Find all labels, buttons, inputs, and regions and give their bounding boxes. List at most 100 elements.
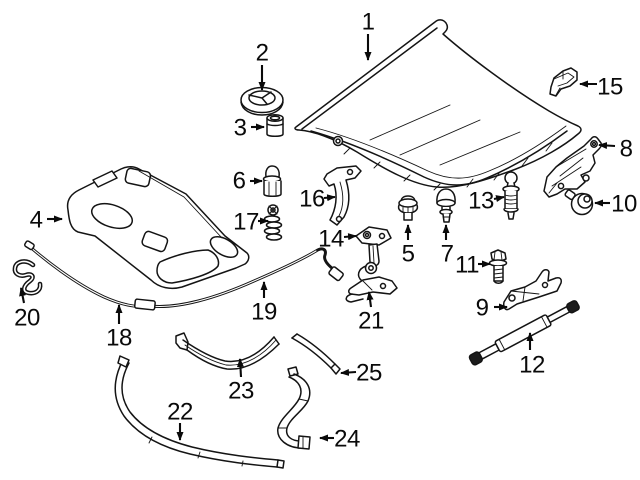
callout-label-24[interactable]: 24 [334,426,360,453]
part-hood-panel-detail [315,125,567,179]
callout-label-5[interactable]: 5 [402,241,416,268]
callout-label-1[interactable]: 1 [362,9,376,36]
part-spring-buffer-detail [265,233,283,241]
part-center-bracket[interactable] [323,165,362,226]
part-ball-stud-detail [504,194,518,205]
callout-arrow-8 [598,142,616,149]
part-front-seal[interactable] [114,355,285,469]
callout-arrow-21 [366,291,374,308]
callout-label-14[interactable]: 14 [318,226,344,253]
callout-arrow-13 [493,195,505,203]
part-bushing-detail [266,123,284,127]
callout-label-17[interactable]: 17 [233,209,259,236]
callout-label-12[interactable]: 12 [519,352,545,379]
part-bolt[interactable] [488,249,508,284]
part-grommet-round[interactable] [564,189,594,216]
part-side-strip-detail [330,363,341,375]
part-lift-support[interactable] [468,299,580,366]
part-striker-bracket-detail [355,226,392,246]
callout-label-10[interactable]: 10 [611,191,637,218]
part-retainer-clip-detail [402,205,414,214]
part-bushing-detail [266,117,284,137]
callout-label-22[interactable]: 22 [167,399,193,426]
part-hood-panel-detail [343,142,553,191]
callout-label-8[interactable]: 8 [620,136,634,163]
callout-label-6[interactable]: 6 [233,168,247,195]
part-cable-clip[interactable] [12,259,43,296]
part-insulation-pad[interactable] [66,166,250,290]
callout-label-20[interactable]: 20 [14,305,40,332]
part-buffer-knob[interactable] [436,188,456,223]
callout-label-18[interactable]: 18 [106,325,132,352]
part-insulation-pad-detail [124,167,152,188]
part-bolt-detail [493,268,504,279]
part-retainer-clip[interactable] [397,195,419,221]
part-release-cable-detail [133,298,156,311]
part-hood-panel[interactable] [294,19,582,191]
part-bolt-detail [493,280,504,284]
part-hood-panel-detail [439,131,521,166]
part-ball-stud-detail [503,208,519,213]
part-cable-clip-detail [14,260,41,294]
part-hood-panel-detail [335,138,341,144]
part-ball-stud-detail [507,212,515,220]
part-front-seal-detail [148,436,244,467]
callout-label-9[interactable]: 9 [476,295,490,322]
part-front-seal-detail [114,359,278,468]
part-buffer-stop-detail [263,180,282,197]
part-clip-bracket-detail [549,67,578,97]
part-spring-buffer[interactable] [263,204,283,241]
callout-label-13[interactable]: 13 [468,188,494,215]
part-center-bracket-detail [346,168,354,176]
part-center-seal[interactable] [175,332,280,370]
part-center-seal-detail [273,336,280,345]
part-center-bracket-detail [335,215,343,223]
part-safety-catch-detail [357,265,367,282]
part-support-bracket[interactable] [503,269,562,311]
part-release-cable[interactable] [24,240,344,311]
part-side-seal[interactable] [277,366,311,450]
callout-label-3[interactable]: 3 [234,115,248,142]
callout-label-7[interactable]: 7 [441,241,455,268]
callout-label-15[interactable]: 15 [597,74,623,101]
part-spring-buffer-detail [268,205,278,215]
callout-arrow-16 [323,194,336,202]
callout-label-16[interactable]: 16 [299,186,325,213]
part-ball-stud[interactable] [502,171,520,220]
part-striker-bracket-detail [372,245,375,264]
part-insulation-pad-detail [138,170,223,239]
part-insulation-pad-detail [141,230,169,253]
part-safety-catch[interactable] [345,261,398,303]
part-side-strip-detail [296,333,336,365]
part-center-bracket-detail [338,181,344,217]
part-hinge-detail [557,182,565,190]
part-front-seal-detail [276,459,285,469]
part-ball-stud-detail [504,171,518,185]
part-clip-bracket[interactable] [549,67,578,97]
part-buffer-knob-detail [442,213,451,223]
callout-arrow-14 [343,233,357,241]
part-safety-catch-detail [368,265,374,271]
part-grommet-detail [248,91,272,105]
callout-label-4[interactable]: 4 [30,207,44,234]
part-striker-bracket[interactable] [355,226,392,267]
callout-label-25[interactable]: 25 [356,360,382,387]
part-safety-catch-detail [379,282,387,290]
part-side-strip-detail [291,333,298,339]
part-grommet[interactable] [240,86,284,116]
callout-label-2[interactable]: 2 [256,40,270,67]
part-buffer-stop[interactable] [262,165,282,197]
callout-label-11[interactable]: 11 [455,252,480,279]
part-insulation-pad-detail [92,170,118,188]
part-front-seal-detail [117,355,130,368]
part-support-bracket-detail [503,269,562,311]
callout-label-21[interactable]: 21 [358,308,384,335]
callout-label-23[interactable]: 23 [228,378,254,405]
part-hinge[interactable] [543,136,603,198]
part-side-strip[interactable] [291,333,341,375]
part-release-cable-detail [328,266,344,282]
part-support-bracket-detail [508,294,516,302]
part-bushing[interactable] [266,114,284,137]
callout-label-19[interactable]: 19 [251,299,277,326]
